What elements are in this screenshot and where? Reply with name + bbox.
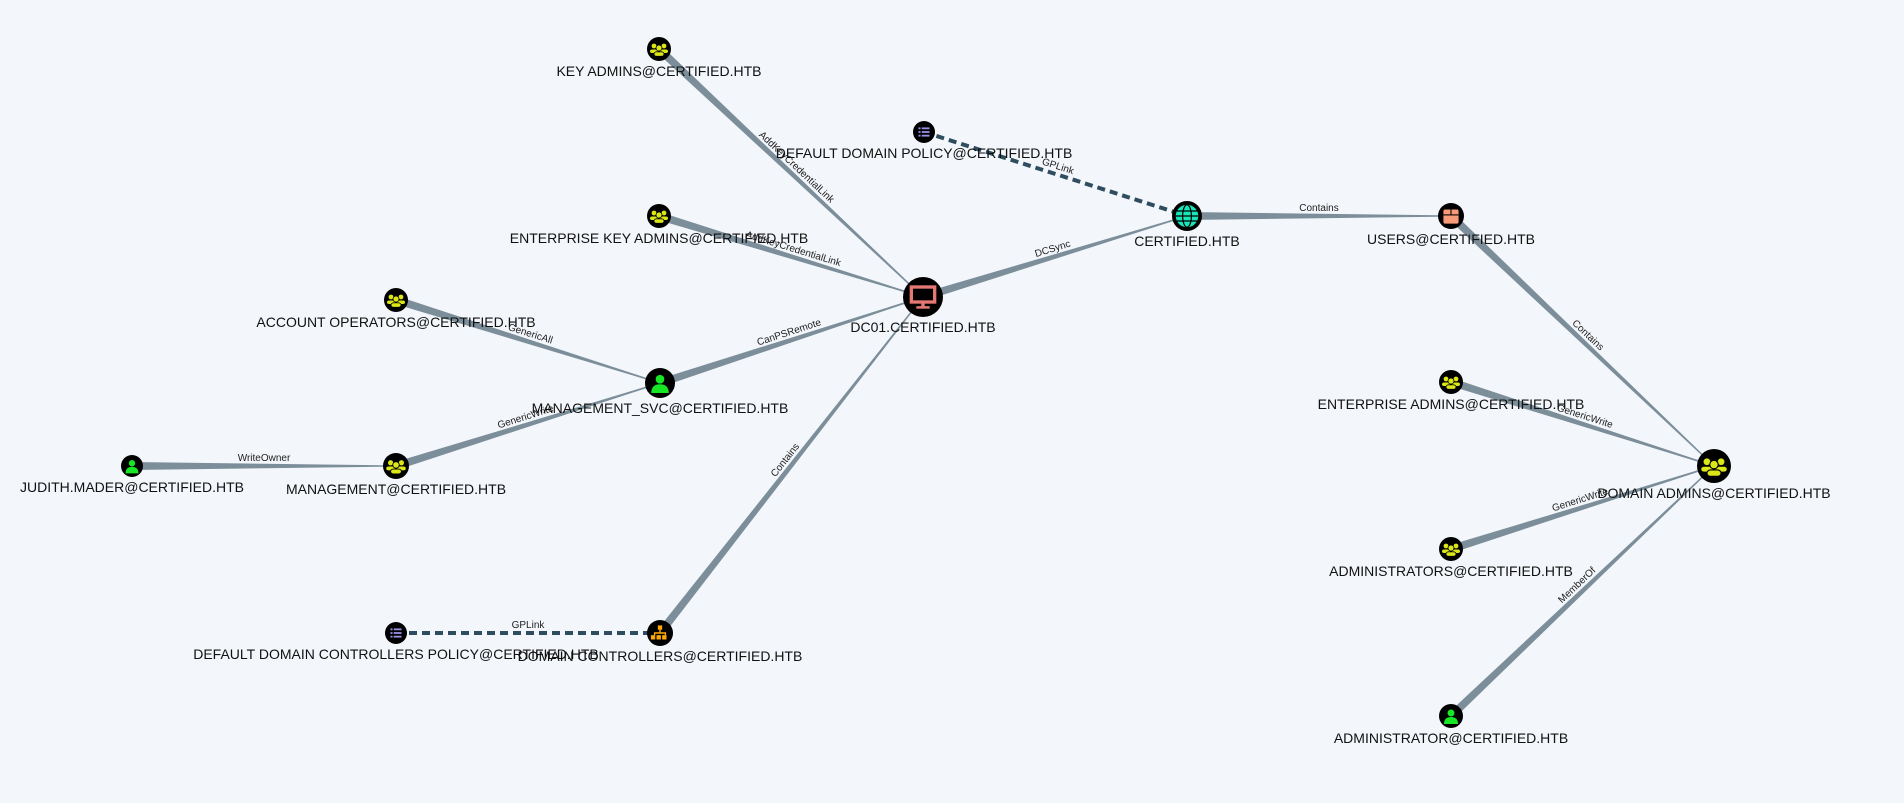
- node-enterprise-admins[interactable]: ENTERPRISE ADMINS@CERTIFIED.HTB: [1318, 370, 1585, 412]
- node-certified[interactable]: CERTIFIED.HTB: [1134, 201, 1240, 249]
- edge-line[interactable]: [1449, 465, 1715, 553]
- node-label: ADMINISTRATORS@CERTIFIED.HTB: [1329, 563, 1573, 579]
- container-box-icon: [1443, 209, 1459, 224]
- ou-tree-icon: [650, 625, 667, 640]
- node-label: MANAGEMENT_SVC@CERTIFIED.HTB: [532, 400, 789, 416]
- node-label: DOMAIN ADMINS@CERTIFIED.HTB: [1597, 485, 1830, 501]
- node-dc01[interactable]: DC01.CERTIFIED.HTB: [850, 277, 996, 335]
- node-label: MANAGEMENT@CERTIFIED.HTB: [286, 481, 506, 497]
- edge-contains[interactable]: Contains: [656, 296, 924, 636]
- node-label: ENTERPRISE ADMINS@CERTIFIED.HTB: [1318, 396, 1585, 412]
- node-label: ADMINISTRATOR@CERTIFIED.HTB: [1334, 730, 1568, 746]
- edge-line[interactable]: [1448, 465, 1715, 719]
- edge-line[interactable]: [657, 212, 924, 298]
- node-administrator[interactable]: ADMINISTRATOR@CERTIFIED.HTB: [1334, 704, 1568, 746]
- edge-contains[interactable]: Contains: [1187, 203, 1451, 220]
- node-label: DOMAIN CONTROLLERS@CERTIFIED.HTB: [518, 648, 803, 664]
- user-icon: [1444, 709, 1458, 724]
- node-administrators[interactable]: ADMINISTRATORS@CERTIFIED.HTB: [1329, 537, 1573, 579]
- gpo-list-icon: [390, 628, 402, 638]
- user-icon: [651, 374, 669, 393]
- edge-addkeycredentiallink[interactable]: AddKeyCredentialLink: [657, 212, 924, 298]
- edge-line[interactable]: [656, 46, 924, 298]
- edge-line[interactable]: [656, 296, 924, 636]
- node-domain-controllers[interactable]: DOMAIN CONTROLLERS@CERTIFIED.HTB: [518, 620, 803, 664]
- group-icon: [1701, 458, 1727, 477]
- node-label: ENTERPRISE KEY ADMINS@CERTIFIED.HTB: [510, 230, 808, 246]
- edge-genericwrite[interactable]: GenericWrite: [1449, 378, 1715, 467]
- edges-layer: AddKeyCredentialLinkAddKeyCredentialLink…: [132, 46, 1715, 719]
- group-icon: [650, 43, 668, 57]
- node-label: KEY ADMINS@CERTIFIED.HTB: [556, 63, 761, 79]
- node-management-svc[interactable]: MANAGEMENT_SVC@CERTIFIED.HTB: [532, 368, 789, 416]
- node-ddc-policy[interactable]: DEFAULT DOMAIN CONTROLLERS POLICY@CERTIF…: [193, 622, 599, 662]
- node-domain-admins[interactable]: DOMAIN ADMINS@CERTIFIED.HTB: [1597, 449, 1831, 501]
- edge-genericwrite[interactable]: GenericWrite: [1449, 465, 1715, 553]
- globe-icon: [1175, 204, 1199, 228]
- node-label: DC01.CERTIFIED.HTB: [850, 319, 995, 335]
- edge-line[interactable]: [658, 296, 924, 387]
- node-label: ACCOUNT OPERATORS@CERTIFIED.HTB: [256, 314, 535, 330]
- edge-line[interactable]: [1187, 212, 1451, 220]
- node-management[interactable]: MANAGEMENT@CERTIFIED.HTB: [286, 453, 506, 497]
- group-icon: [1442, 376, 1460, 390]
- node-default-domain-policy[interactable]: DEFAULT DOMAIN POLICY@CERTIFIED.HTB: [776, 121, 1073, 161]
- edge-label: GPLink: [512, 620, 546, 631]
- edge-gplink[interactable]: GPLink: [396, 620, 660, 635]
- edge-line[interactable]: [394, 382, 661, 470]
- node-label: CERTIFIED.HTB: [1134, 233, 1240, 249]
- node-users[interactable]: USERS@CERTIFIED.HTB: [1367, 203, 1535, 247]
- user-icon: [125, 460, 139, 474]
- node-label: JUDITH.MADER@CERTIFIED.HTB: [20, 479, 244, 495]
- edge-genericwrite[interactable]: GenericWrite: [394, 382, 661, 470]
- computer-icon: [909, 285, 937, 309]
- edge-canpsremote[interactable]: CanPSRemote: [658, 296, 924, 387]
- node-label: DEFAULT DOMAIN POLICY@CERTIFIED.HTB: [776, 145, 1073, 161]
- edge-line[interactable]: [921, 215, 1188, 301]
- edge-addkeycredentiallink[interactable]: AddKeyCredentialLink: [656, 46, 924, 298]
- edge-line[interactable]: [1449, 378, 1715, 467]
- edge-dcsync[interactable]: DCSync: [921, 215, 1188, 301]
- nodes-layer: KEY ADMINS@CERTIFIED.HTB DEFAULT DOMAIN P…: [20, 37, 1831, 746]
- edge-label: Contains: [1299, 203, 1338, 214]
- node-enterprise-key-admins[interactable]: ENTERPRISE KEY ADMINS@CERTIFIED.HTB: [510, 204, 808, 246]
- edge-label: AddKeyCredentialLink: [756, 130, 836, 206]
- group-icon: [386, 460, 406, 475]
- group-icon: [1442, 543, 1460, 557]
- edge-contains[interactable]: Contains: [1448, 213, 1715, 467]
- edge-genericall[interactable]: GenericAll: [394, 296, 661, 384]
- node-label: DEFAULT DOMAIN CONTROLLERS POLICY@CERTIF…: [193, 646, 599, 662]
- edge-label: WriteOwner: [238, 453, 291, 464]
- edge-line[interactable]: [132, 462, 396, 470]
- edge-line[interactable]: [394, 296, 661, 384]
- node-judith[interactable]: JUDITH.MADER@CERTIFIED.HTB: [20, 455, 244, 495]
- node-circle[interactable]: [903, 277, 943, 317]
- group-icon: [650, 210, 668, 224]
- node-account-operators[interactable]: ACCOUNT OPERATORS@CERTIFIED.HTB: [256, 288, 536, 330]
- group-icon: [387, 294, 405, 308]
- edge-line[interactable]: [923, 130, 1188, 218]
- node-key-admins[interactable]: KEY ADMINS@CERTIFIED.HTB: [556, 37, 762, 79]
- edge-writeowner[interactable]: WriteOwner: [132, 453, 396, 470]
- edge-line[interactable]: [1448, 213, 1715, 467]
- gpo-list-icon: [918, 127, 930, 137]
- node-label: USERS@CERTIFIED.HTB: [1367, 231, 1535, 247]
